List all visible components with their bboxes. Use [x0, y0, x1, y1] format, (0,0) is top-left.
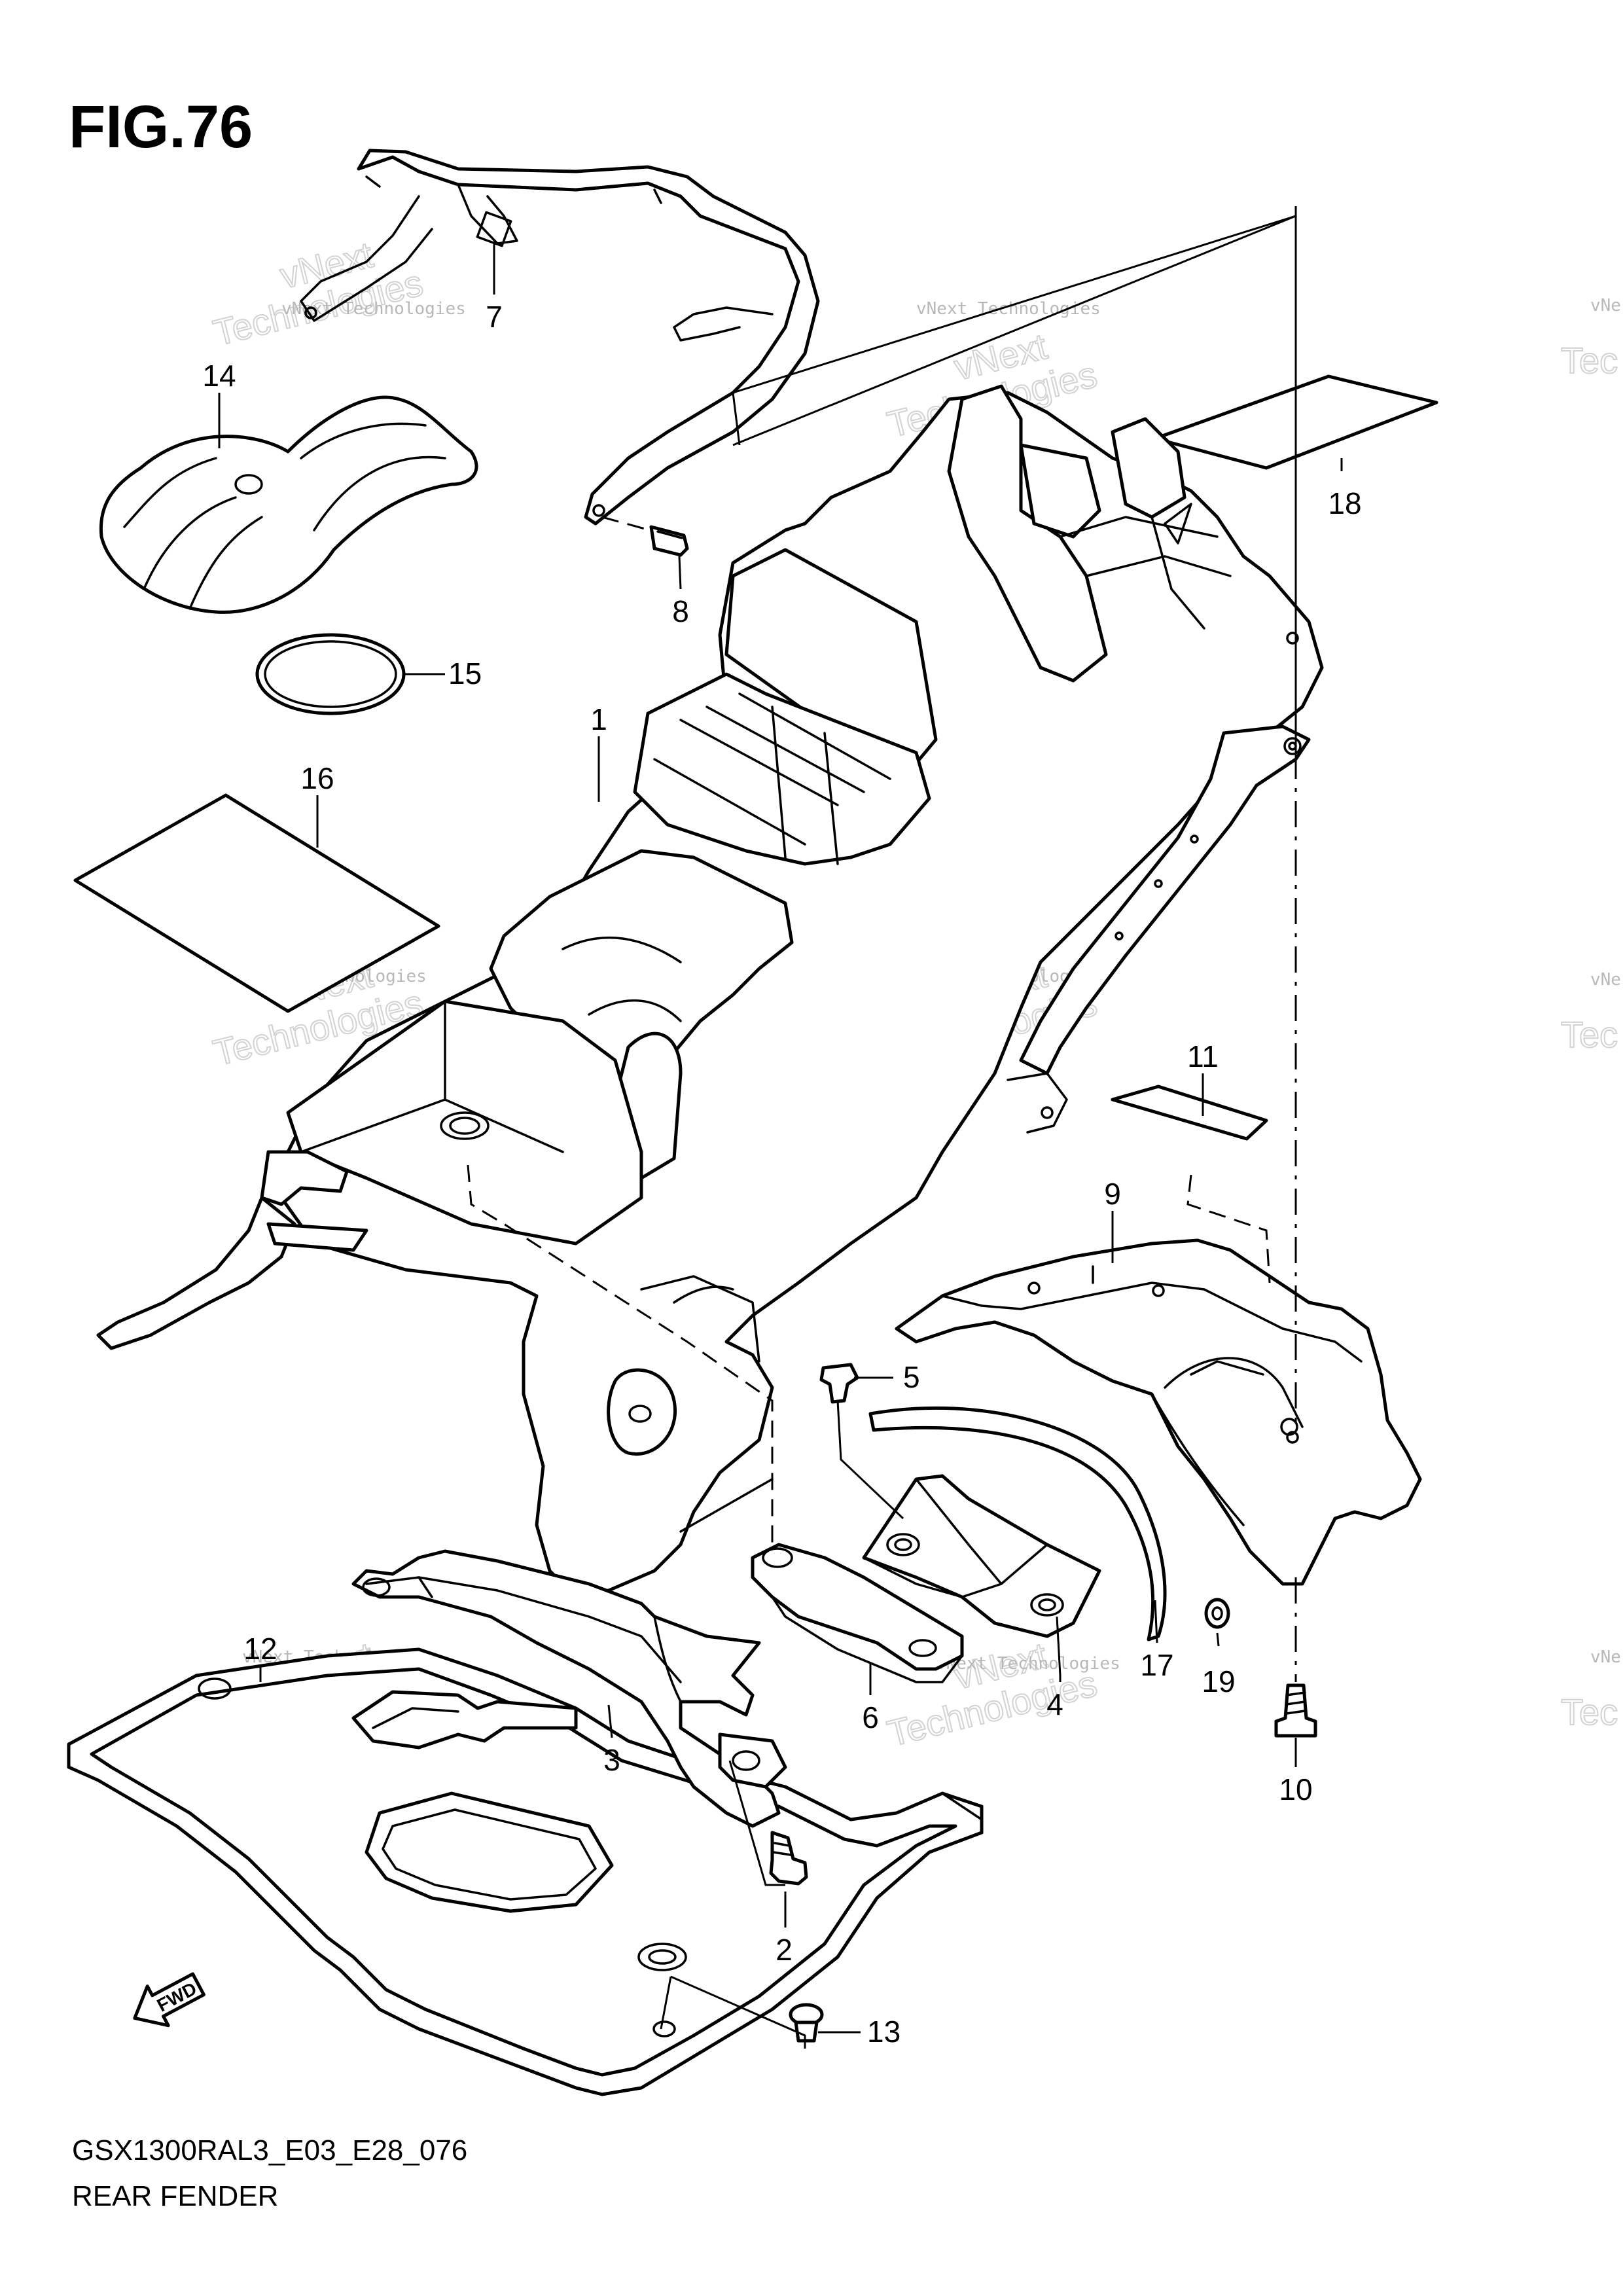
part-4-bracket: [862, 1474, 1101, 1638]
watermark-text: vNe: [1590, 296, 1621, 315]
part-7-grab-rail: [300, 149, 820, 526]
part-16-sheet: [73, 793, 440, 1013]
fwd-arrow-icon: FWD: [133, 1972, 205, 2028]
part-3-stay: [351, 1549, 787, 1828]
callout-11: 11: [1187, 1039, 1219, 1073]
callout-19: 19: [1202, 1664, 1235, 1698]
part-8-bolt: [601, 516, 689, 557]
figure-code: GSX1300RAL3_E03_E28_076: [72, 2134, 467, 2166]
part-15-seal-ring: [255, 633, 406, 715]
leader-line: [678, 556, 682, 590]
part-13-clip: [789, 2003, 824, 2043]
part-14-seat-pad: [99, 395, 478, 614]
leader-line: [607, 1704, 613, 1738]
watermark-text: vNe: [1590, 1647, 1621, 1667]
callout-3: 3: [603, 1743, 620, 1777]
callout-7: 7: [486, 300, 503, 334]
callout-4: 4: [1046, 1687, 1063, 1721]
part-6-lower-bracket: [751, 1543, 964, 1683]
part-2-screw: [769, 1831, 808, 1886]
part-11-pad: [1111, 1085, 1268, 1141]
figure-caption: REAR FENDER: [72, 2180, 278, 2212]
callout-14: 14: [202, 359, 236, 393]
part-5-clip: [819, 1363, 859, 1404]
watermark-text: Tec: [1561, 1691, 1618, 1732]
watermark-text: Tec: [1561, 1014, 1618, 1055]
callout-6: 6: [862, 1700, 879, 1734]
part-1-rear-fender: [96, 384, 1324, 1599]
leader-line: [1056, 1616, 1061, 1682]
callout-16: 16: [300, 761, 334, 795]
part-19-washer: [1204, 1598, 1230, 1629]
leader-line: [1154, 1600, 1158, 1643]
watermark-text: vNext Technologies: [916, 299, 1101, 319]
callout-18: 18: [1328, 486, 1361, 520]
part-12-undertray: [67, 1647, 984, 2096]
callout-12: 12: [243, 1632, 277, 1666]
callout-1: 1: [590, 702, 607, 736]
callout-13: 13: [867, 2015, 901, 2049]
watermark-text: vNe: [1590, 970, 1621, 990]
callout-2: 2: [776, 1933, 793, 1967]
part-10-bolt: [1274, 1683, 1317, 1738]
part-9-fender-extension: [895, 1238, 1422, 1586]
callout-8: 8: [672, 594, 689, 628]
callout-5: 5: [903, 1360, 920, 1394]
callout-17: 17: [1140, 1648, 1173, 1682]
part-17-strip: [868, 1406, 1167, 1641]
leader-line: [1216, 1632, 1220, 1647]
assembly-lines: [467, 206, 1297, 2049]
callout-15: 15: [448, 656, 482, 691]
watermark-text: vNext Technologies: [936, 1654, 1120, 1674]
figure-title: FIG.76: [69, 94, 253, 160]
watermark-text: Tec: [1561, 340, 1618, 381]
callout-10: 10: [1279, 1772, 1312, 1806]
callouts: 1 2 3 4 5 6 7 8 9 10 11 12 13 14 15 16 1: [202, 243, 1362, 2049]
callout-9: 9: [1104, 1177, 1121, 1211]
